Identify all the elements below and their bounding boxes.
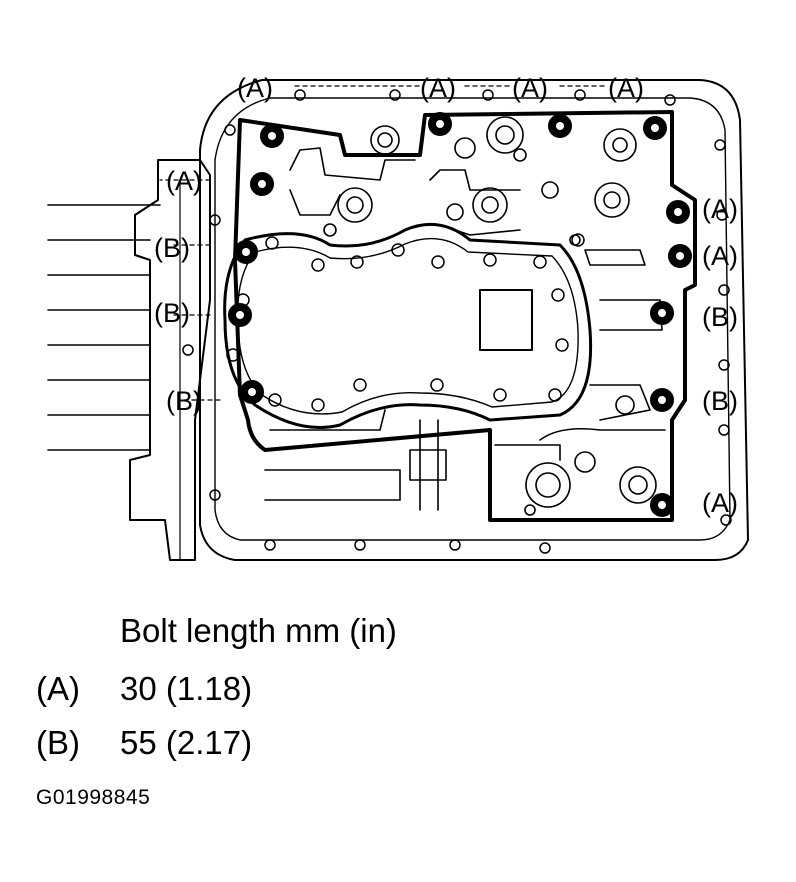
valve-body-bolt-diagram: (A) (A) (A) (A) (A) (B) (B) (B) (A) (A) … xyxy=(47,73,749,561)
legend-value: 30 (1.18) xyxy=(120,670,253,707)
figure-id: G01998845 xyxy=(36,786,151,809)
callout-left-1: (A) xyxy=(166,166,202,196)
callout-top-1: (A) xyxy=(237,73,273,103)
callout-right-1: (A) xyxy=(702,194,738,224)
oil-pan-flange xyxy=(199,79,749,561)
callout-right-5: (A) xyxy=(702,488,738,518)
oil-strainer xyxy=(223,222,593,429)
callout-left-4: (B) xyxy=(166,386,202,416)
bolt-markers xyxy=(228,112,692,517)
callout-top-4: (A) xyxy=(608,73,644,103)
flange-holes xyxy=(182,89,732,554)
strainer-holes xyxy=(226,233,585,412)
callout-right-3: (B) xyxy=(702,302,738,332)
legend-value: 55 (2.17) xyxy=(120,724,253,761)
valve-details xyxy=(264,116,666,516)
legend-key: (A) xyxy=(36,670,80,707)
legend-title: Bolt length mm (in) xyxy=(120,612,397,649)
transmission-case xyxy=(47,159,211,561)
callout-lines xyxy=(159,85,606,401)
callout-top-3: (A) xyxy=(512,73,548,103)
callout-right-4: (B) xyxy=(702,386,738,416)
legend-key: (B) xyxy=(36,724,80,761)
callout-left-2: (B) xyxy=(154,233,190,263)
callout-right-2: (A) xyxy=(702,241,738,271)
valve-body-outline xyxy=(233,110,697,522)
callout-left-3: (B) xyxy=(154,298,190,328)
callout-top-2: (A) xyxy=(420,73,456,103)
